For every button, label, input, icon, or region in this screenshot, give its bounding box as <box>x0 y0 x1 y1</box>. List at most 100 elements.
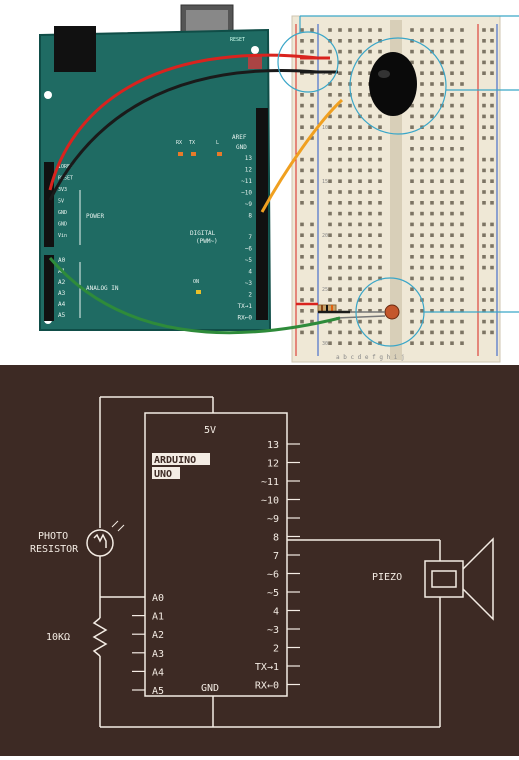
breadboard-hole <box>410 265 414 270</box>
reset-label: RESET <box>230 37 245 43</box>
breadboard-hole <box>482 233 486 237</box>
breadboard-hole <box>430 287 434 291</box>
breadboard-hole <box>338 255 342 259</box>
breadboard-hole <box>338 147 342 151</box>
breadboard-row-number: 20 <box>322 233 328 239</box>
board-digital-pin-label: 2 <box>248 292 252 299</box>
breadboard-hole <box>460 103 464 108</box>
breadboard-hole <box>328 168 332 173</box>
breadboard-hole <box>450 82 454 86</box>
board-digital-pin-label: ~11 <box>241 178 252 185</box>
breadboard-hole <box>460 28 464 32</box>
breadboard-hole <box>368 190 372 194</box>
breadboard-hole <box>482 244 486 248</box>
board-digital-pin-label: ~10 <box>241 190 252 197</box>
breadboard-hole <box>410 309 414 313</box>
breadboard-hole <box>430 82 434 86</box>
breadboard-hole <box>300 255 304 259</box>
breadboard-hole <box>358 103 362 108</box>
on-label: ON <box>193 279 199 285</box>
schematic-digital-pin-label: ~5 <box>267 588 279 599</box>
breadboard-hole <box>378 276 382 281</box>
breadboard-hole <box>450 233 454 237</box>
breadboard-hole <box>482 255 486 259</box>
breadboard-hole <box>410 28 414 32</box>
breadboard-hole <box>328 82 332 86</box>
breadboard-hole <box>460 265 464 270</box>
breadboard-hole <box>460 93 464 97</box>
breadboard-hole <box>440 136 444 140</box>
breadboard-hole <box>338 168 342 173</box>
breadboard-hole <box>310 222 314 227</box>
breadboard-hole <box>348 233 352 237</box>
breadboard-hole <box>358 298 362 302</box>
breadboard-hole <box>348 190 352 194</box>
breadboard-hole <box>490 255 494 259</box>
breadboard-hole <box>440 244 444 248</box>
breadboard-hole <box>450 125 454 129</box>
breadboard-hole <box>348 298 352 302</box>
breadboard-hole <box>410 125 414 129</box>
breadboard-hole <box>420 341 424 345</box>
breadboard-hole <box>420 147 424 151</box>
breadboard-hole <box>348 255 352 259</box>
breadboard-hole <box>358 157 362 162</box>
breadboard-hole <box>348 287 352 291</box>
breadboard-hole <box>430 211 434 216</box>
breadboard-hole <box>310 49 314 54</box>
breadboard-hole <box>450 287 454 291</box>
breadboard-hole <box>310 319 314 324</box>
breadboard-hole <box>300 233 304 237</box>
breadboard-hole <box>328 136 332 140</box>
breadboard-hole <box>378 287 382 291</box>
breadboard-hole <box>358 255 362 259</box>
wire-green-a0 <box>48 257 341 335</box>
breadboard-hole <box>410 255 414 259</box>
breadboard-hole <box>450 276 454 281</box>
breadboard-hole <box>460 157 464 162</box>
breadboard-hole <box>328 298 332 302</box>
breadboard-hole <box>420 319 424 324</box>
pwm-label: (PWM~) <box>196 238 218 245</box>
breadboard-hole <box>430 255 434 259</box>
breadboard-hole <box>490 287 494 291</box>
breadboard-hole <box>450 157 454 162</box>
breadboard-hole <box>378 298 382 302</box>
breadboard-hole <box>482 125 486 129</box>
breadboard-hole <box>348 28 352 32</box>
breadboard-hole <box>440 93 444 97</box>
breadboard-hole <box>338 287 342 291</box>
breadboard-hole <box>368 71 372 75</box>
board-digital-pin-label: 13 <box>245 155 253 162</box>
breadboard-hole <box>430 298 434 302</box>
breadboard-row-number: 25 <box>322 287 328 293</box>
power-jack <box>54 26 96 72</box>
breadboard-hole <box>300 265 304 270</box>
breadboard-hole <box>358 341 362 345</box>
digital-header <box>256 108 268 320</box>
breadboard-hole <box>420 330 424 335</box>
breadboard-hole <box>348 211 352 216</box>
breadboard-hole <box>300 136 304 140</box>
breadboard-hole <box>460 71 464 75</box>
breadboard-hole <box>338 298 342 302</box>
breadboard-hole <box>410 39 414 43</box>
breadboard-hole <box>348 39 352 43</box>
breadboard-hole <box>490 136 494 140</box>
breadboard-row-number: 15 <box>322 179 328 185</box>
breadboard-hole <box>338 330 342 335</box>
breadboard-hole <box>450 190 454 194</box>
breadboard-hole <box>328 244 332 248</box>
breadboard-hole <box>440 287 444 291</box>
breadboard-hole <box>490 103 494 108</box>
breadboard-hole <box>300 287 304 291</box>
breadboard-hole <box>358 49 362 54</box>
breadboard-hole <box>310 330 314 335</box>
breadboard-hole <box>420 28 424 32</box>
breadboard-hole <box>482 298 486 302</box>
rx-led <box>178 152 183 156</box>
breadboard-hole <box>482 287 486 291</box>
piezo-label: PIEZO <box>372 572 402 583</box>
